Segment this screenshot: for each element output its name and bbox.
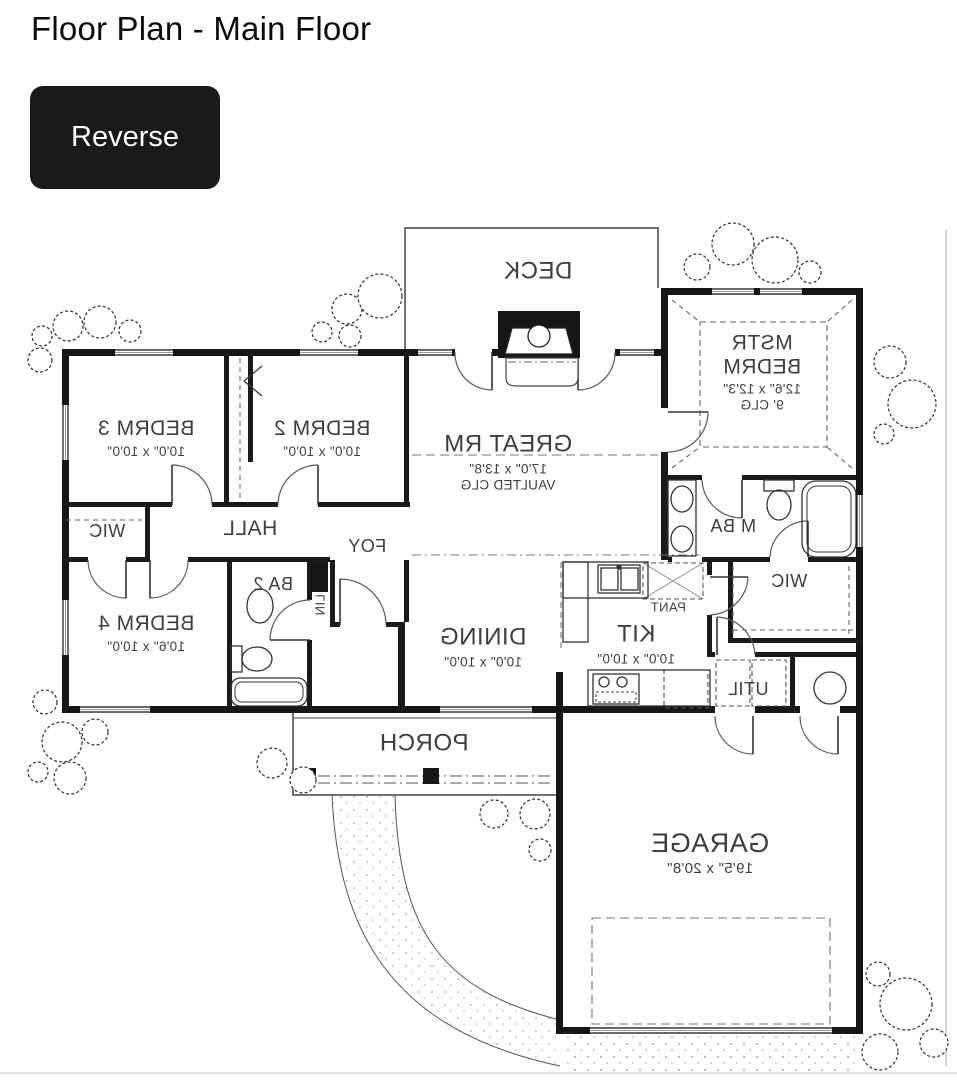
room-label-pant: PANT xyxy=(650,599,686,616)
garage-door-overhead xyxy=(591,917,831,1025)
deck-outline xyxy=(404,227,659,352)
tray-ceiling xyxy=(699,321,828,448)
room-label-great-rm: GREAT RM 17'0" x 13'8" VAULTED CLG xyxy=(443,430,573,493)
linen-shelves xyxy=(310,562,328,592)
ba2-tub xyxy=(230,677,308,707)
room-label-wic-left: WIC xyxy=(89,521,126,541)
room-name: WIC xyxy=(88,520,126,541)
ba2-sink xyxy=(246,588,274,624)
room-name: DINING xyxy=(439,623,527,651)
room-name: KIT xyxy=(616,620,656,648)
room-note: VAULTED CLG xyxy=(460,477,556,493)
wall-openings xyxy=(88,348,840,714)
room-name: PANT xyxy=(650,599,686,615)
room-name: HALL xyxy=(222,517,278,541)
refrigerator xyxy=(663,669,709,709)
room-name: M BA xyxy=(709,515,757,536)
room-label-garage: GARAGE 19'5" x 20'8" xyxy=(651,828,770,878)
room-name: BEDRM 3 xyxy=(97,417,195,441)
room-dims: 10'6" x 10'0" xyxy=(107,638,185,654)
room-label-bedrm3: BEDRM 3 10'0" x 10'0" xyxy=(98,417,195,459)
fixtures xyxy=(230,479,857,713)
interior-walls xyxy=(62,352,861,713)
room-note: 9' CLG xyxy=(740,397,784,413)
room-name: FOY xyxy=(347,535,387,556)
room-label-m-ba: M BA xyxy=(710,516,756,536)
ba2-toilet xyxy=(230,645,243,673)
room-name: UTIL xyxy=(727,678,769,699)
room-dims: 10'0" x 10'0" xyxy=(283,443,361,459)
room-dims: 17'0" x 13'8" xyxy=(469,461,547,477)
room-label-bedrm4: BEDRM 4 10'6" x 10'0" xyxy=(98,612,195,654)
room-label-dining: DINING 10'0" x 10'0" xyxy=(439,623,527,670)
page-title: Floor Plan - Main Floor xyxy=(31,10,372,47)
windows xyxy=(62,288,863,1034)
walkway-driveway xyxy=(0,230,957,1074)
doors xyxy=(87,351,839,755)
room-dims: 10'0" x 10'0" xyxy=(597,651,675,667)
washer xyxy=(715,659,751,707)
trees xyxy=(27,222,949,1071)
porch-outline xyxy=(292,713,556,796)
room-label-wic-right: WIC xyxy=(771,571,808,591)
room-name: BEDRM 4 xyxy=(97,612,195,636)
reverse-button[interactable]: Reverse xyxy=(30,86,220,189)
room-label-kit: KIT 10'0" x 10'0" xyxy=(597,620,675,667)
water-heater xyxy=(813,671,847,705)
room-name: MSTR BEDRM xyxy=(722,331,802,378)
room-dims: 12'6" x 12'3" xyxy=(723,381,801,397)
room-label-ba2: BA 2 xyxy=(253,574,293,594)
room-label-mstr-bedrm: MSTR BEDRM 12'6" x 12'3" 9' CLG xyxy=(710,331,814,412)
fireplace xyxy=(498,311,580,387)
room-label-porch: PORCH xyxy=(379,729,469,758)
dryer xyxy=(751,659,787,707)
room-label-hall: HALL xyxy=(223,517,278,541)
bifold-closet-door xyxy=(243,365,263,397)
room-name: LIN xyxy=(312,594,328,616)
mba-toilet xyxy=(763,479,795,492)
room-dims: 10'0" x 10'0" xyxy=(107,443,185,459)
room-name: DECK xyxy=(503,257,573,285)
room-label-util: UTIL xyxy=(727,679,768,699)
room-label-lin: LIN xyxy=(312,594,329,616)
room-name: PORCH xyxy=(379,729,469,757)
mba-tub xyxy=(801,480,857,558)
stove xyxy=(592,673,640,705)
room-name: BEDRM 2 xyxy=(273,417,371,441)
room-name: GREAT RM xyxy=(443,430,573,458)
room-label-bedrm2: BEDRM 2 10'0" x 10'0" xyxy=(274,417,371,459)
room-name: BA 2 xyxy=(252,573,294,594)
room-label-foy: FOY xyxy=(348,536,387,556)
room-label-deck: DECK xyxy=(503,257,573,286)
room-name: GARAGE xyxy=(650,827,770,858)
room-name: WIC xyxy=(770,570,808,591)
room-dims: 19'5" x 20'8" xyxy=(666,860,754,878)
garage-door-panel xyxy=(590,1027,832,1034)
mba-vanity xyxy=(667,479,697,557)
room-dims: 10'0" x 10'0" xyxy=(444,654,522,670)
